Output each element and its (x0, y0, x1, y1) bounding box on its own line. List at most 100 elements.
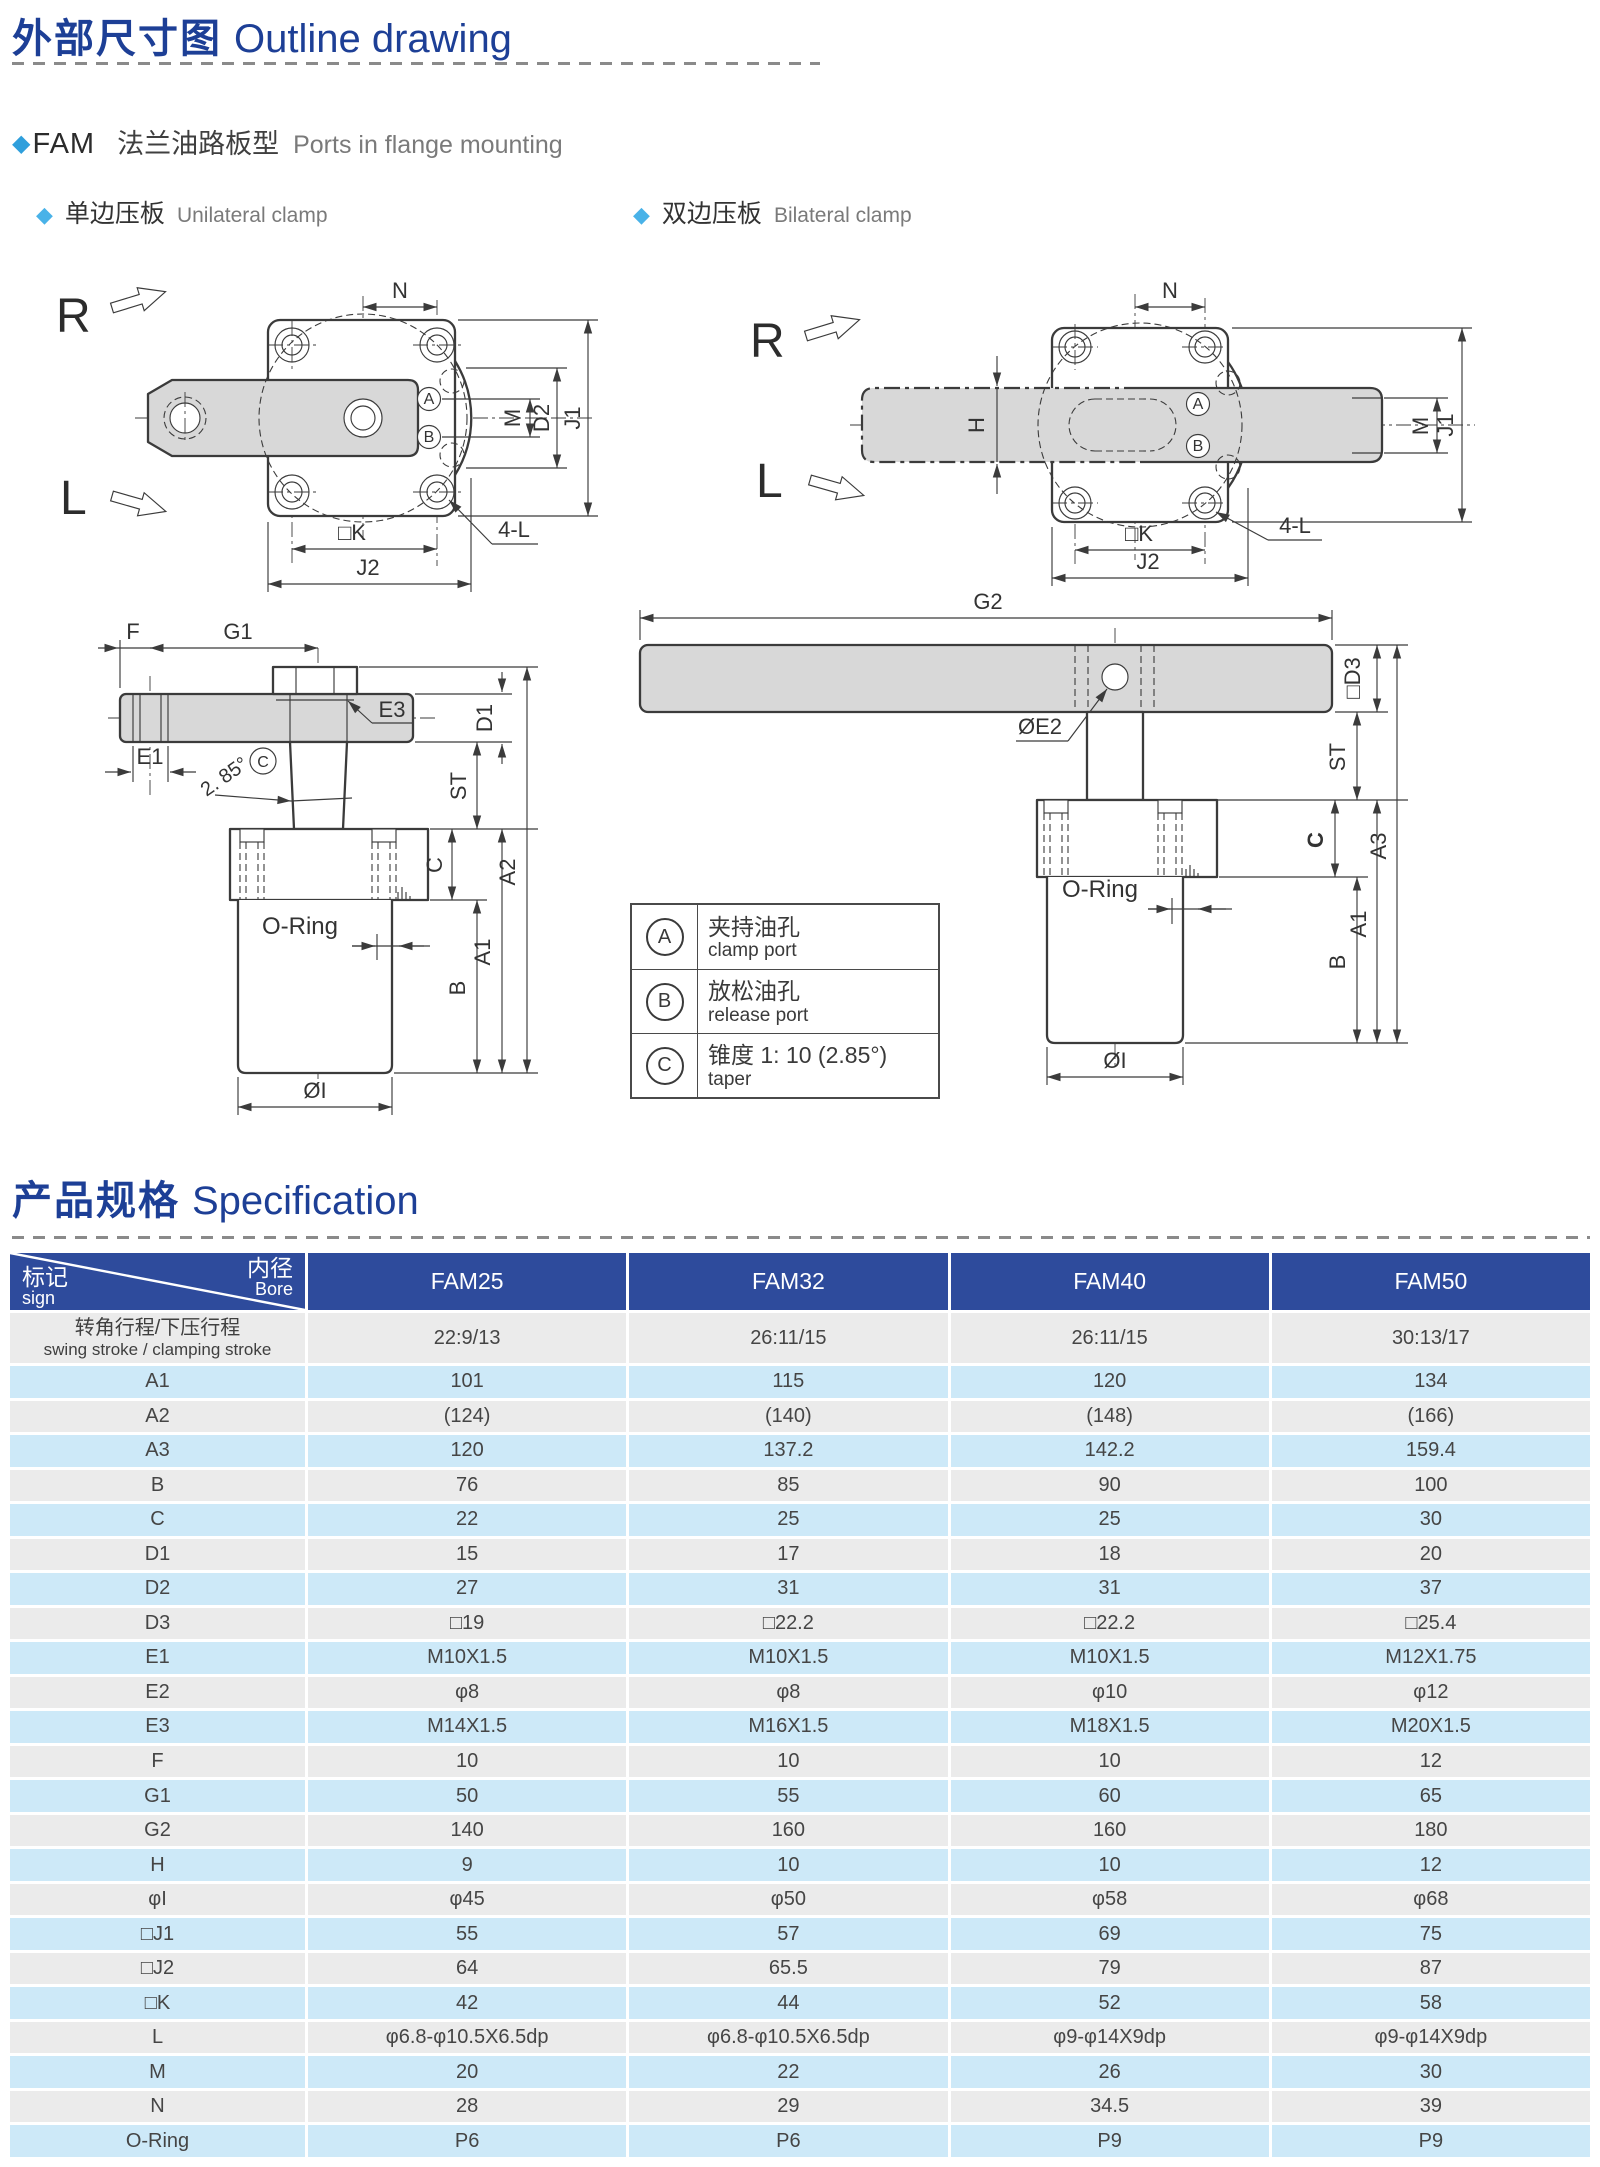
spec-cell: M10X1.5 (629, 1642, 948, 1674)
row-label: A1 (10, 1366, 305, 1398)
spec-divider (12, 1236, 1590, 1239)
corner-sign-cn: 标记 (22, 1263, 68, 1290)
spec-cell: 44 (629, 1987, 948, 2019)
release-port-mark: B (1193, 438, 1204, 455)
dim-label: J2 (356, 555, 379, 580)
spec-cell: 29 (629, 2090, 948, 2123)
spec-cell: 22:9/13 (308, 1313, 627, 1363)
dim-label: J1 (1433, 413, 1458, 436)
spec-table: 内径 Bore 标记 sign FAM25 FAM32 FAM40 FAM50 … (10, 1253, 1590, 2157)
spec-cell: 60 (950, 1780, 1269, 1812)
dim-label: N (392, 278, 408, 303)
spec-cell: 50 (308, 1780, 627, 1812)
row-label: A2 (10, 1400, 305, 1433)
spec-cell: 134 (1271, 1366, 1590, 1398)
spec-cell: 90 (950, 1469, 1269, 1502)
taper-mark: C (645, 1046, 684, 1085)
spec-cell: 25 (950, 1504, 1269, 1536)
spec-cell: 22 (629, 2056, 948, 2088)
dim-label: 4-L (498, 517, 530, 542)
dim-label: G2 (973, 589, 1002, 614)
dim-label: H (964, 417, 989, 433)
spec-cell: φ68 (1271, 1883, 1590, 1916)
dim-label: ST (446, 772, 471, 800)
port-legend-table: A 夹持油孔 clamp port B 放松油孔 release port C … (630, 903, 940, 1099)
spec-cell: M18X1.5 (950, 1711, 1269, 1743)
spec-cell: M16X1.5 (629, 1711, 948, 1743)
spec-cell: M12X1.75 (1271, 1642, 1590, 1674)
legend-cn: 锥度 1: 10 (2.85°) (708, 1042, 888, 1069)
spec-cell: 26 (950, 2056, 1269, 2088)
arrow-right-down-icon (109, 490, 168, 517)
taper-angle-label: 2. 85° (197, 753, 253, 801)
outline-drawings: A B N M D2 J1 □K J2 4-L R L (56, 278, 1475, 1115)
variant-right-en: Bilateral clamp (773, 204, 912, 227)
arrow-right-down-icon (807, 474, 866, 501)
spec-title-en: Specification (192, 1179, 419, 1223)
dim-label: ØI (1103, 1048, 1126, 1073)
spec-cell: 87 (1271, 1952, 1590, 1985)
bolt-hole-crosshairs (1052, 324, 1228, 504)
row-label: D3 (10, 1607, 305, 1640)
spec-cell: 10 (950, 1849, 1269, 1881)
variant-left-en: Unilateral clamp (176, 204, 328, 227)
column-header: FAM25 (308, 1253, 627, 1310)
spec-cell: 101 (308, 1366, 627, 1398)
spec-cell: □22.2 (950, 1607, 1269, 1640)
spec-cell: 160 (950, 1814, 1269, 1847)
dim-label: E1 (137, 744, 164, 769)
spec-cell: 69 (950, 1918, 1269, 1950)
spec-cell: 10 (950, 1745, 1269, 1778)
spec-cell: 30:13/17 (1271, 1313, 1590, 1363)
spec-cell: 85 (629, 1469, 948, 1502)
row-label: D2 (10, 1573, 305, 1605)
unilateral-side-view: O-Ring ØI F G1 E1 E3 C 2. 85° (98, 619, 538, 1115)
series-name-cn: 法兰油路板型 (117, 129, 280, 159)
unilateral-top-view: A B N M D2 J1 □K J2 4-L R L (56, 278, 598, 592)
row-label: □J2 (10, 1952, 305, 1985)
spec-cell: P9 (950, 2125, 1269, 2157)
dim-label: A3 (1366, 833, 1391, 860)
spec-cell: 65.5 (629, 1952, 948, 1985)
spec-cell: M14X1.5 (308, 1711, 627, 1743)
dim-label: □K (1125, 521, 1153, 546)
spec-cell: φ58 (950, 1883, 1269, 1916)
dim-label: J1 (560, 406, 585, 429)
dim-label: M (500, 409, 525, 427)
spec-header-corner: 内径 Bore 标记 sign (10, 1253, 305, 1310)
spec-cell: 140 (308, 1814, 627, 1847)
spec-cell: 26:11/15 (629, 1313, 948, 1363)
bilateral-top-view: A B H N M J1 □K J2 4-L R L (750, 278, 1475, 586)
spec-cell: 18 (950, 1538, 1269, 1571)
spec-cell: (166) (1271, 1400, 1590, 1433)
series-code: FAM (32, 128, 96, 160)
rod-hidden-lines (1074, 645, 1155, 712)
dim-label: N (1162, 278, 1178, 303)
spec-cell: 115 (629, 1366, 948, 1398)
dim-label: ØE2 (1018, 714, 1062, 739)
spec-cell: □22.2 (629, 1607, 948, 1640)
diamond-icon: ◆ (633, 202, 650, 227)
spec-cell: 100 (1271, 1469, 1590, 1502)
bolt-hidden-lines (239, 842, 397, 900)
spec-cell: 55 (629, 1780, 948, 1812)
row-label: φI (10, 1883, 305, 1916)
legend-en: clamp port (708, 940, 797, 962)
legend-en: release port (708, 1004, 809, 1026)
diamond-icon: ◆ (12, 130, 31, 157)
column-header: FAM40 (950, 1253, 1269, 1310)
spec-cell: φ6.8-φ10.5X6.5dp (308, 2021, 627, 2054)
spec-cell: φ9-φ14X9dp (950, 2021, 1269, 2054)
legend-cn: 放松油孔 (708, 978, 800, 1005)
rotation-left-label: L (756, 455, 783, 508)
spec-cell: 65 (1271, 1780, 1590, 1812)
spec-cell: 10 (308, 1745, 627, 1778)
clamp-port-mark: A (424, 391, 435, 408)
release-port-mark: B (645, 982, 684, 1021)
bolt-hole-crosshairs (268, 321, 461, 493)
row-label: □J1 (10, 1918, 305, 1950)
spec-cell: 30 (1271, 2056, 1590, 2088)
diamond-icon: ◆ (36, 202, 53, 227)
